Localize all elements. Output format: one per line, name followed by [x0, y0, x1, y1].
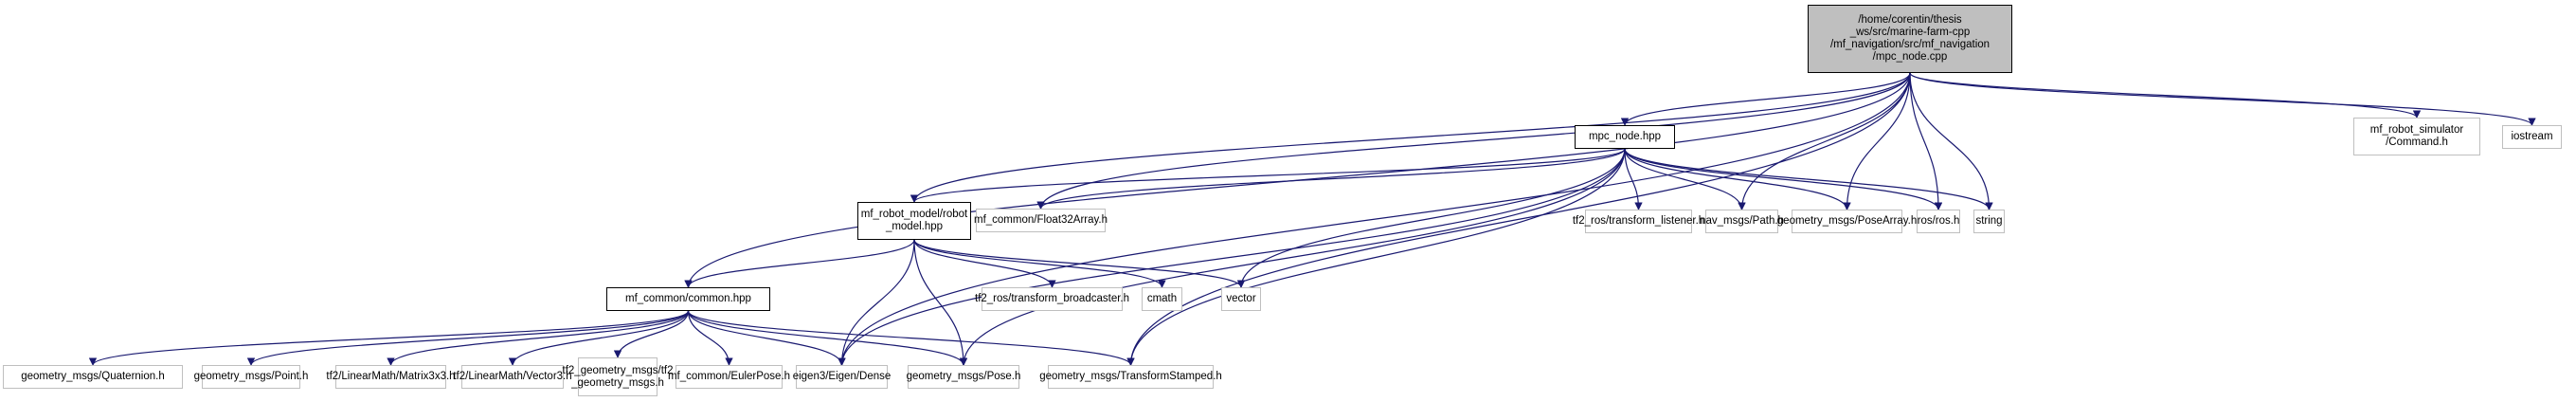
edge-common_hpp-to-vector3_h	[508, 310, 690, 366]
edge-common_hpp-to-matrix3x3_h	[387, 310, 690, 366]
edge-mpc_node_hpp-to-transformstamped_h	[1126, 148, 1626, 366]
node-eigen-dense[interactable]: eigen3/Eigen/Dense	[793, 365, 891, 389]
edge-mpc_node_hpp-to-float32array_h	[1036, 148, 1626, 210]
node-path-h[interactable]: nav_msgs/Path.h	[1700, 210, 1784, 233]
node-cmath[interactable]: cmath	[1142, 287, 1182, 311]
node-float32array-h[interactable]: mf_common/Float32Array.h	[974, 209, 1108, 232]
edge-common_hpp-to-quaternion_h	[88, 310, 690, 366]
edge-robot_model_hpp-to-eigen_dense	[838, 239, 915, 366]
edge-root-to-robot_model_hpp	[910, 72, 1911, 203]
edge-robot_model_hpp-to-vector	[913, 239, 1246, 288]
node-vector[interactable]: vector	[1221, 287, 1261, 311]
node-transformstamped-h[interactable]: geometry_msgs/TransformStamped.h	[1039, 365, 1222, 389]
node-matrix3x3-h[interactable]: tf2/LinearMath/Matrix3x3.h	[326, 365, 456, 389]
node-point-h[interactable]: geometry_msgs/Point.h	[194, 365, 308, 389]
node-mpc-node-cpp[interactable]: /home/corentin/thesis _ws/src/marine-far…	[1808, 5, 2012, 73]
node-iostream[interactable]: iostream	[2502, 125, 2562, 149]
edge-common_hpp-to-transformstamped_h	[687, 310, 1135, 366]
edge-root-to-iostream	[1909, 72, 2536, 126]
node-robot-model-hpp[interactable]: mf_robot_model/robot _model.hpp	[857, 202, 971, 240]
node-transform-listener-h[interactable]: tf2_ros/transform_listener.h	[1573, 210, 1704, 233]
node-posearray-h[interactable]: geometry_msgs/PoseArray.h	[1777, 210, 1917, 233]
edge-root-to-command_h	[1909, 72, 2422, 119]
edge-mpc_node_hpp-to-path_h	[1624, 148, 1746, 210]
edge-common_hpp-to-eulerpose_h	[687, 310, 733, 366]
edge-robot_model_hpp-to-pose_h	[913, 239, 968, 366]
edge-root-to-ros_h	[1909, 72, 1943, 210]
node-vector3-h[interactable]: tf2/LinearMath/Vector3.h	[453, 365, 572, 389]
edge-robot_model_hpp-to-transform_broadcaster_h	[913, 239, 1056, 288]
node-tf2-geometry-msgs-h[interactable]: tf2_geometry_msgs/tf2 _geometry_msgs.h	[563, 357, 674, 396]
node-pose-h[interactable]: geometry_msgs/Pose.h	[907, 365, 1020, 389]
edge-common_hpp-to-pose_h	[687, 310, 968, 366]
edge-common_hpp-to-point_h	[246, 310, 690, 366]
edge-mpc_node_hpp-to-vector	[1236, 148, 1626, 288]
edge-root-to-eigen_dense	[838, 72, 1911, 366]
node-eulerpose-h[interactable]: mf_common/EulerPose.h	[668, 365, 790, 389]
edge-robot_model_hpp-to-cmath	[913, 239, 1166, 288]
node-mpc-node-hpp[interactable]: mpc_node.hpp	[1575, 125, 1675, 149]
edge-mpc_node_hpp-to-robot_model_hpp	[910, 148, 1626, 203]
edge-robot_model_hpp-to-common_hpp	[684, 239, 915, 288]
edge-mpc_node_hpp-to-pose_h	[959, 148, 1626, 366]
edge-common_hpp-to-tf2_geometry_msgs_h	[613, 310, 690, 358]
edge-mpc_node_hpp-to-string	[1624, 148, 1993, 210]
node-common-hpp[interactable]: mf_common/common.hpp	[606, 287, 770, 311]
edge-root-to-string	[1909, 72, 1993, 210]
node-quaternion-h[interactable]: geometry_msgs/Quaternion.h	[3, 365, 183, 389]
edge-mpc_node_hpp-to-posearray_h	[1624, 148, 1851, 210]
edge-root-to-posearray_h	[1843, 72, 1911, 210]
edge-root-to-path_h	[1738, 72, 1911, 210]
node-ros-h[interactable]: ros/ros.h	[1917, 210, 1960, 233]
edge-mpc_node_hpp-to-transform_listener_h	[1624, 148, 1643, 210]
edge-root-to-mpc_node_hpp	[1620, 72, 1911, 126]
node-transform-broadcaster-h[interactable]: tf2_ros/transform_broadcaster.h	[975, 287, 1129, 311]
edge-mpc_node_hpp-to-eigen_dense	[838, 148, 1626, 366]
edge-mpc_node_hpp-to-ros_h	[1624, 148, 1943, 210]
edge-common_hpp-to-eigen_dense	[687, 310, 846, 366]
node-string[interactable]: string	[1973, 210, 2005, 233]
node-command-h[interactable]: mf_robot_simulator /Command.h	[2353, 118, 2480, 155]
